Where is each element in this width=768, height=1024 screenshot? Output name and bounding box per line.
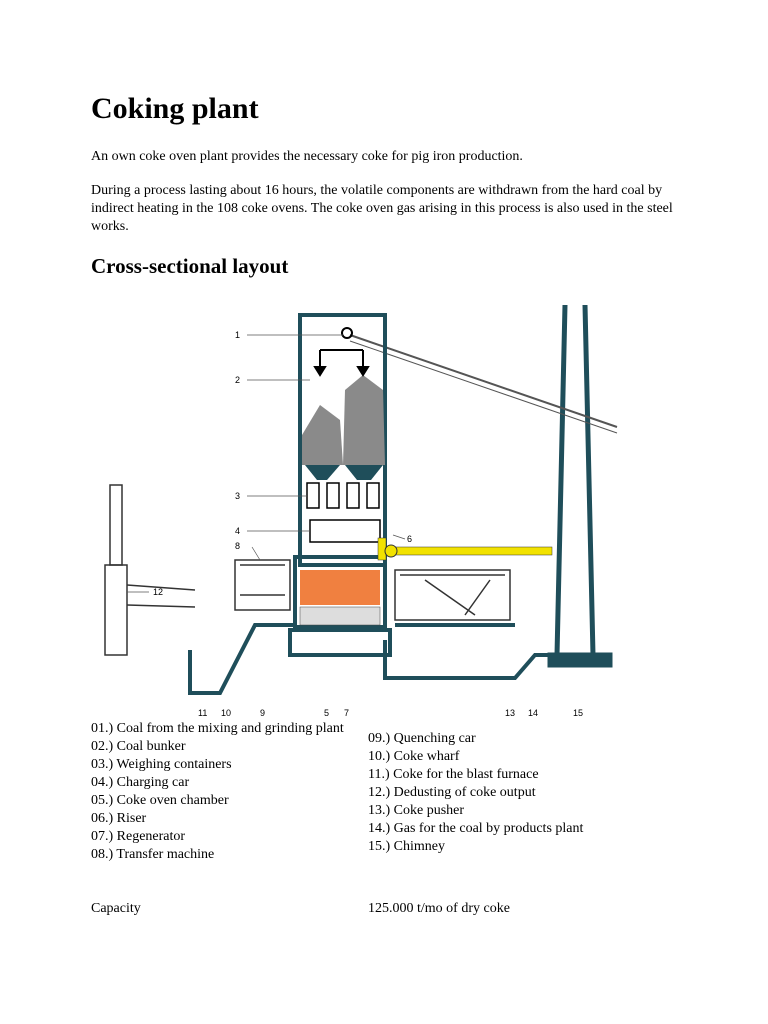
coke-pusher <box>394 569 511 621</box>
legend-item: 04.) Charging car <box>91 775 190 790</box>
weighing-containers <box>306 482 380 509</box>
callout-8: 8 <box>235 541 240 551</box>
legend-item: 14.) Gas for the coal by products plant <box>368 821 584 836</box>
coking-plant-diagram: 1 2 3 4 6 8 12 11 10 9 5 7 13 14 15 <box>104 304 618 718</box>
legend-right-column: 09.) Quenching car 10.) Coke wharf 11.) … <box>368 730 583 856</box>
legend-item: 09.) Quenching car <box>368 731 476 746</box>
transfer-machine <box>234 559 291 611</box>
legend-item: 11.) Coke for the blast furnace <box>368 767 539 782</box>
legend-item: 07.) Regenerator <box>91 829 186 844</box>
coal-bunker <box>302 375 385 480</box>
callout-12: 12 <box>153 587 163 597</box>
callout-9: 9 <box>260 708 265 718</box>
capacity-label: Capacity <box>91 901 141 916</box>
callout-14: 14 <box>528 708 538 718</box>
capacity-value: 125.000 t/mo of dry coke <box>368 901 510 916</box>
chimney <box>547 304 613 668</box>
coal-tower <box>298 313 387 567</box>
callout-13: 13 <box>505 708 515 718</box>
callout-4: 4 <box>235 526 240 536</box>
feed-arrows <box>313 327 370 377</box>
callout-11: 11 <box>198 708 207 718</box>
gas-main <box>377 537 553 561</box>
coke-oven-chamber <box>293 555 387 629</box>
coke-side <box>383 623 557 680</box>
legend-left-column: 01.) Coal from the mixing and grinding p… <box>91 720 344 864</box>
legend-item: 08.) Transfer machine <box>91 847 215 862</box>
callout-15: 15 <box>573 708 583 718</box>
intro-paragraph: An own coke oven plant provides the nece… <box>91 149 523 164</box>
regenerator <box>288 628 392 657</box>
callout-10: 10 <box>221 708 231 718</box>
coke-wharf <box>188 623 295 695</box>
legend-item: 02.) Coal bunker <box>91 739 186 754</box>
callout-3: 3 <box>235 491 240 501</box>
legend-item: 12.) Dedusting of coke output <box>368 785 536 800</box>
callout-5: 5 <box>324 708 329 718</box>
process-paragraph: During a process lasting about 16 hours,… <box>91 183 673 234</box>
legend-item: 01.) Coal from the mixing and grinding p… <box>91 721 344 736</box>
callout-7: 7 <box>344 708 349 718</box>
page-title: Coking plant <box>91 92 259 125</box>
charging-car <box>309 519 381 543</box>
callout-2: 2 <box>235 375 240 385</box>
coal-conveyor-line <box>349 334 618 428</box>
dedusting-unit <box>104 484 196 656</box>
section-title: Cross-sectional layout <box>91 254 289 278</box>
callout-1: 1 <box>235 330 240 340</box>
legend-item: 03.) Weighing containers <box>91 757 232 772</box>
legend-item: 06.) Riser <box>91 811 147 826</box>
legend-item: 10.) Coke wharf <box>368 749 460 764</box>
callout-6: 6 <box>407 534 412 544</box>
legend-item: 05.) Coke oven chamber <box>91 793 229 808</box>
legend-item: 15.) Chimney <box>368 839 445 854</box>
legend-item: 13.) Coke pusher <box>368 803 465 818</box>
